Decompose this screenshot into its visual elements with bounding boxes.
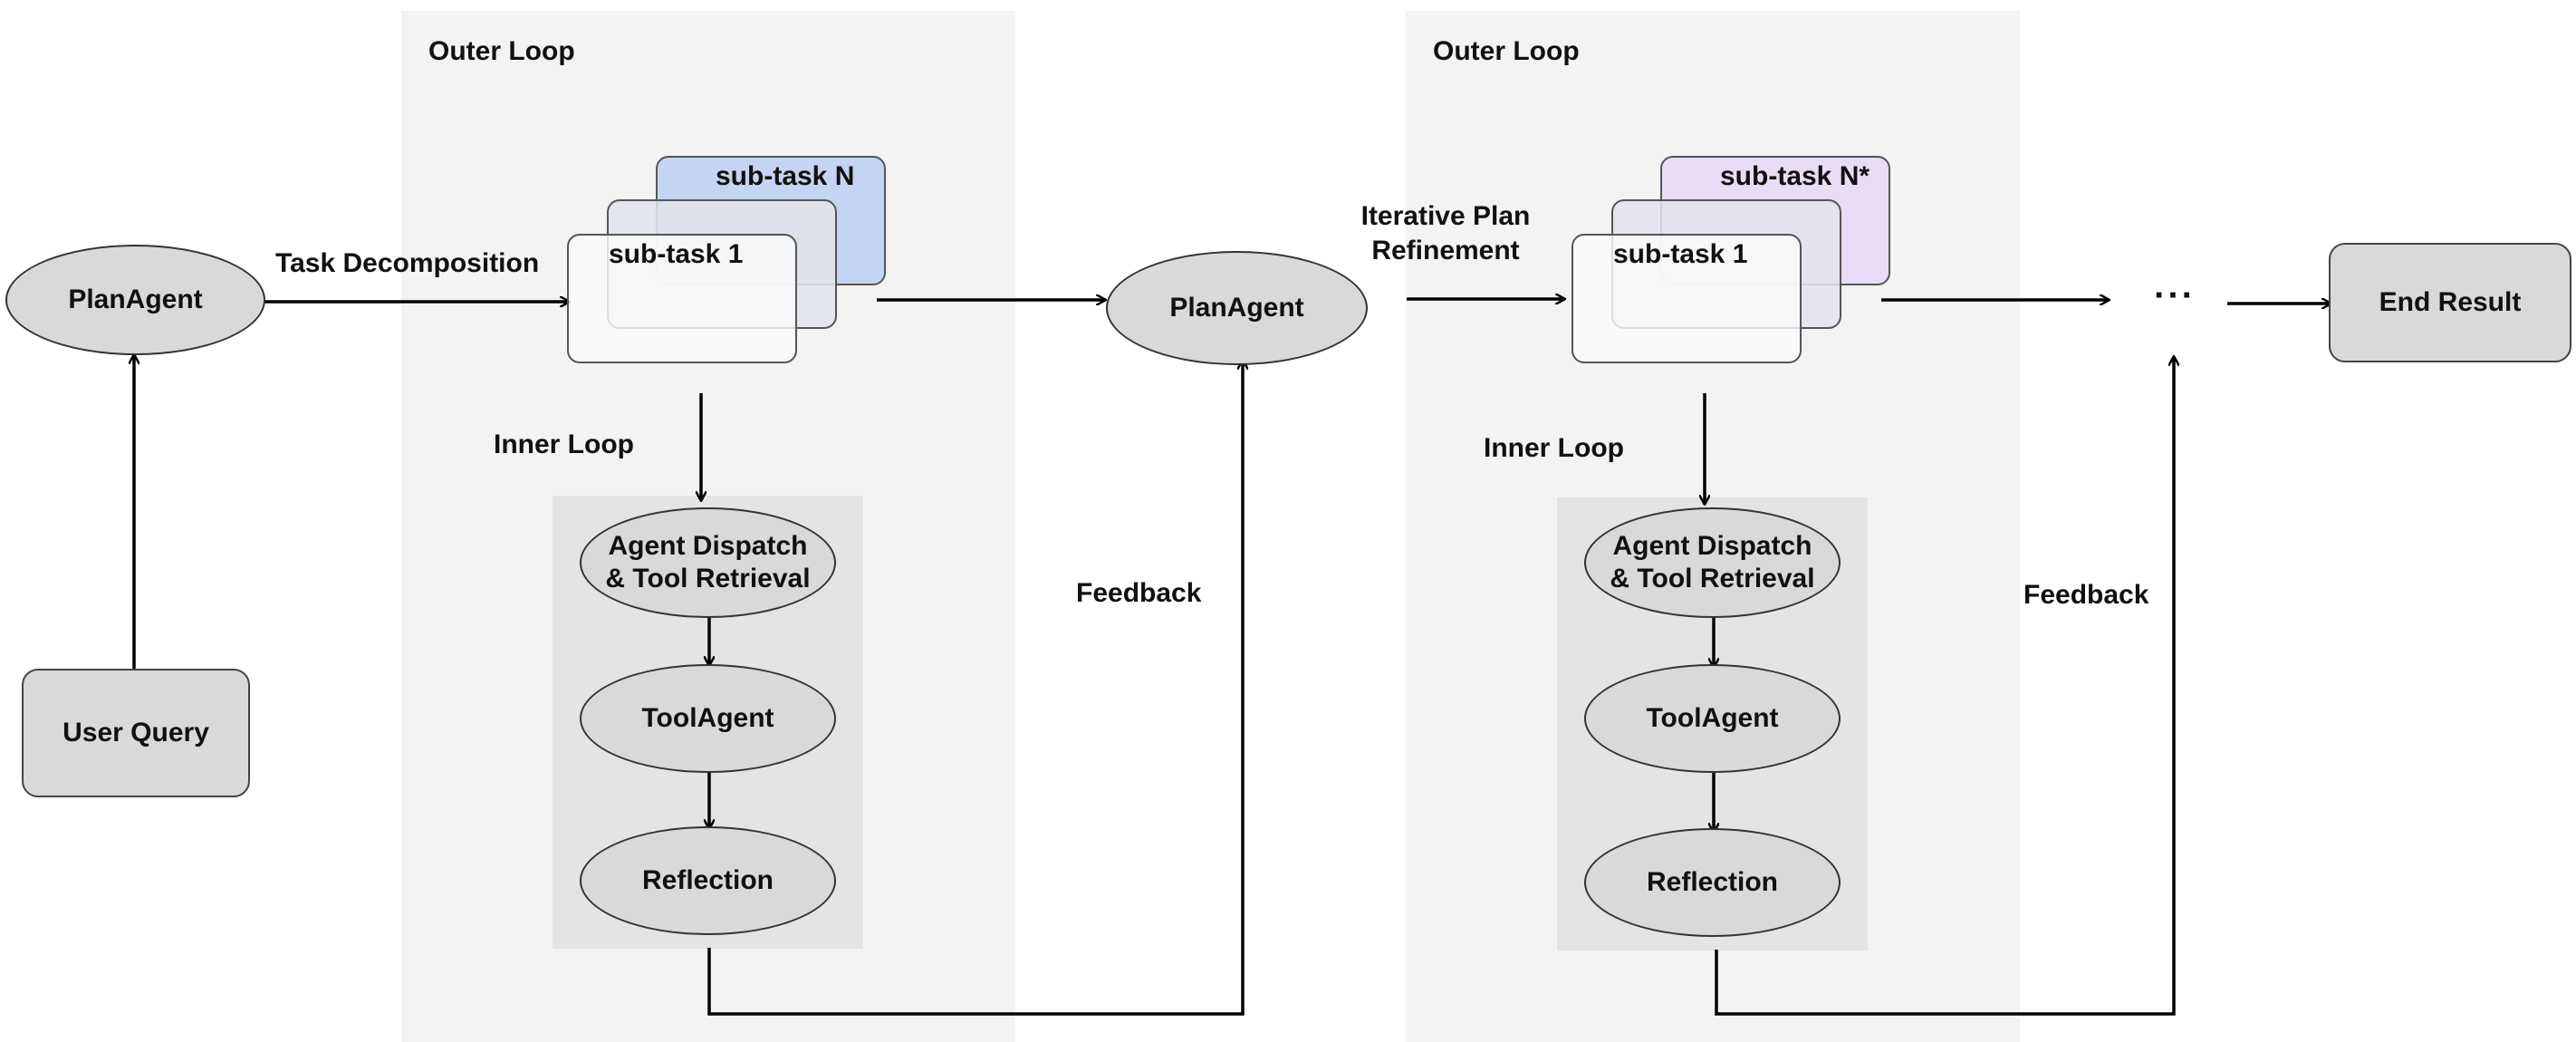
subtask-1-card-1: sub-task 1	[567, 234, 797, 363]
outer-loop-label-2: Outer Loop	[1433, 36, 1580, 66]
user-query-box: User Query	[22, 669, 250, 797]
ellipsis-continuation: ···	[2154, 275, 2196, 315]
inner-loop-label-1: Inner Loop	[494, 429, 634, 459]
toolagent-node-2: ToolAgent	[1584, 664, 1841, 773]
feedback-line-1	[707, 361, 1243, 1016]
toolagent-node-1: ToolAgent	[580, 664, 836, 773]
agent-dispatch-node-1: Agent Dispatch & Tool Retrieval	[580, 507, 836, 618]
feedback-line-2	[1715, 357, 2174, 1016]
reflection-node-1: Reflection	[580, 826, 836, 935]
reflection-node-2: Reflection	[1584, 828, 1841, 937]
plan-agent-start: PlanAgent	[5, 245, 265, 355]
end-result-box: End Result	[2329, 243, 2571, 362]
subtask-1-card-2: sub-task 1	[1572, 234, 1802, 363]
feedback-label-1: Feedback	[1076, 578, 1202, 608]
plan-agent-middle: PlanAgent	[1106, 251, 1368, 365]
inner-loop-label-2: Inner Loop	[1484, 433, 1624, 463]
agent-dispatch-node-2: Agent Dispatch & Tool Retrieval	[1584, 507, 1841, 618]
iterative-plan-refinement-label: Iterative Plan Refinement	[1360, 201, 1531, 265]
task-decomposition-label: Task Decomposition	[275, 248, 540, 278]
feedback-label-2: Feedback	[2023, 580, 2149, 610]
outer-loop-label-1: Outer Loop	[428, 36, 575, 66]
